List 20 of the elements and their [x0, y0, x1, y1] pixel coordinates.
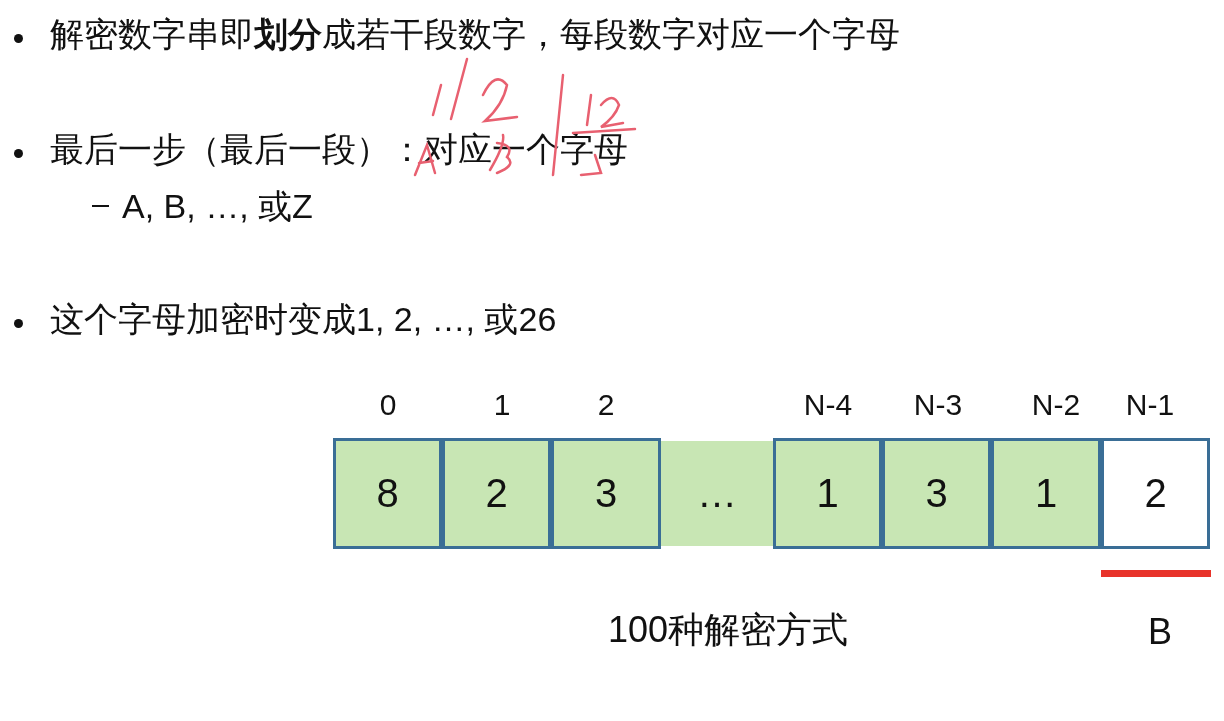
index-label: N-1 [1125, 388, 1175, 422]
array-cell: 2 [442, 438, 551, 549]
index-label: 1 [493, 388, 511, 422]
array-cell: 1 [991, 438, 1101, 549]
ellipsis-cell: … [661, 441, 773, 546]
bullet-text: 这个字母加密时变成1, 2, …, 或26 [50, 299, 557, 340]
index-label: N-3 [913, 388, 963, 422]
array-cell: 3 [882, 438, 991, 549]
index-label: N-2 [1031, 388, 1081, 422]
index-label: 0 [379, 388, 397, 422]
caption-text: 100种解密方式 [607, 607, 849, 652]
array-cell: 2 [1101, 438, 1210, 549]
bullet-text: A, B, …, 或Z [122, 186, 313, 227]
index-label: N-4 [803, 388, 853, 422]
caption-text: B [1148, 611, 1172, 653]
array-cell: 1 [773, 438, 882, 549]
array-cell: 8 [333, 438, 442, 549]
index-label: 2 [597, 388, 615, 422]
bullet-text: 解密数字串即划分成若干段数字，每段数字对应一个字母 [50, 14, 900, 55]
array-cell: 3 [551, 438, 661, 549]
